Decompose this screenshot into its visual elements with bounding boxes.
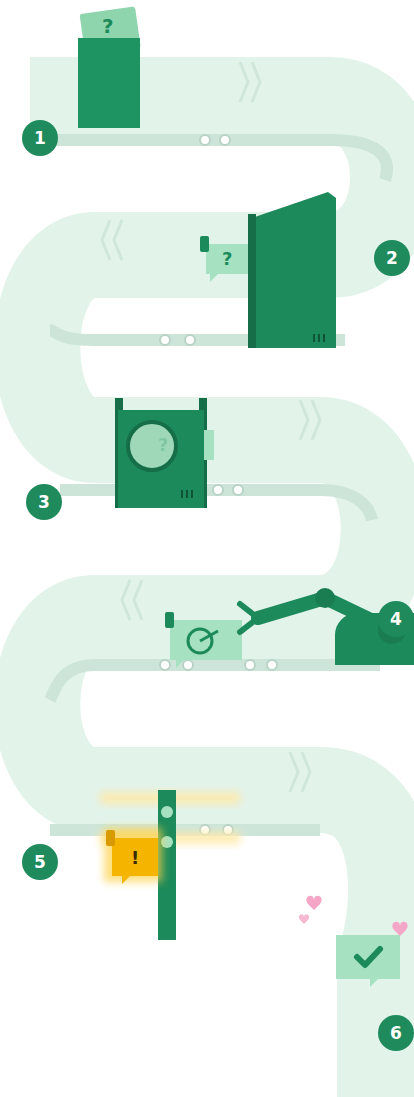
step-number: 5 [22, 844, 58, 880]
step-number: 4 [378, 601, 414, 637]
step-number: 6 [378, 1015, 414, 1051]
step-number: 1 [22, 120, 58, 156]
intake-box [78, 6, 141, 128]
icon-symbol: ? [102, 16, 114, 36]
step-number-text: 3 [38, 492, 50, 512]
step-number-text: 6 [390, 1023, 402, 1043]
conveyor-rail [30, 140, 387, 830]
robot-arm [165, 588, 414, 668]
approved-bubble [299, 896, 408, 987]
icon-symbol: ! [131, 849, 139, 867]
inspection-machine [115, 398, 214, 508]
belt-chevrons [102, 62, 320, 792]
icon-symbol: ? [222, 250, 232, 268]
step-number-text: 1 [34, 128, 46, 148]
step-number-text: 5 [34, 852, 46, 872]
step-number-text: 4 [390, 609, 402, 629]
step-number: 2 [374, 240, 410, 276]
alert-pole [100, 790, 240, 940]
icon-symbol: ? [158, 436, 168, 454]
step-number: 3 [26, 484, 62, 520]
sorting-machine [200, 192, 336, 348]
step-number-text: 2 [386, 248, 398, 268]
